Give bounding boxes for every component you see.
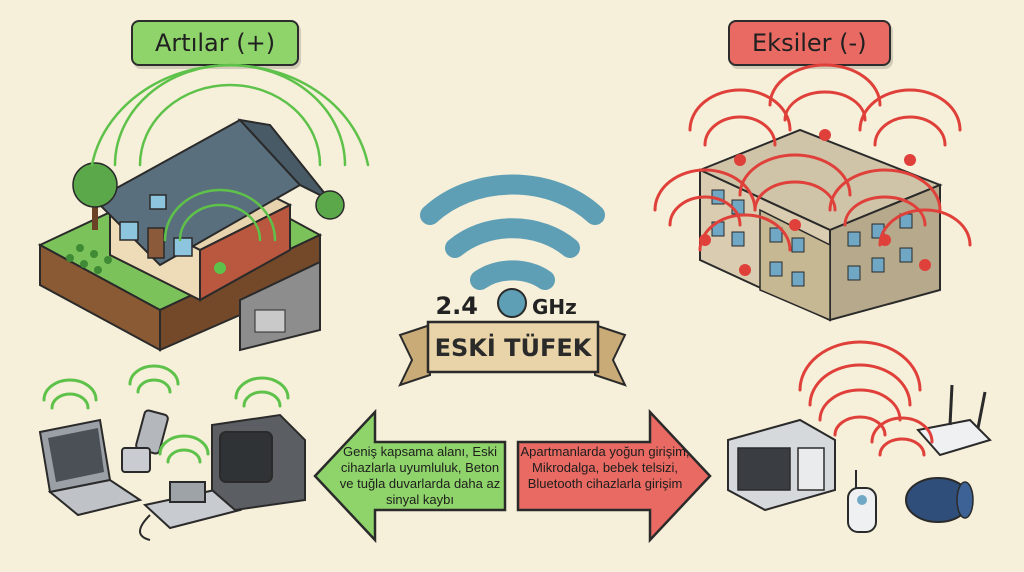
device-interference-icons bbox=[798, 340, 934, 457]
crt-tv-icon bbox=[211, 413, 306, 512]
cons-arrow bbox=[516, 408, 712, 544]
laptop-icon bbox=[38, 418, 143, 517]
banner-text: ESKİ TÜFEK bbox=[435, 332, 593, 362]
pros-description: Geniş kapsama alanı, Eski cihazlarla uyu… bbox=[339, 444, 501, 507]
wifi-dot-icon bbox=[497, 288, 527, 318]
cons-label: Eksiler (-) bbox=[728, 20, 891, 66]
frequency-number: 2.4 bbox=[435, 292, 478, 320]
bluetooth-speaker-icon bbox=[905, 477, 974, 523]
apartment-with-interference-icon bbox=[653, 63, 972, 322]
router-icon bbox=[916, 384, 992, 457]
microwave-icon bbox=[727, 418, 836, 512]
house-with-wide-wifi-icon bbox=[37, 63, 370, 352]
frequency-unit: GHz bbox=[532, 295, 577, 319]
device-wifi-icons bbox=[42, 364, 290, 464]
baby-monitor-icon bbox=[847, 470, 877, 533]
cons-description: Apartmanlarda yoğun girişim, Mikrodalga,… bbox=[520, 444, 690, 491]
wifi-icon bbox=[420, 174, 605, 290]
pros-label: Artılar (+) bbox=[131, 20, 300, 66]
banner-ribbon bbox=[398, 320, 627, 387]
flip-phone-icon bbox=[121, 409, 169, 473]
pros-arrow bbox=[313, 408, 507, 544]
